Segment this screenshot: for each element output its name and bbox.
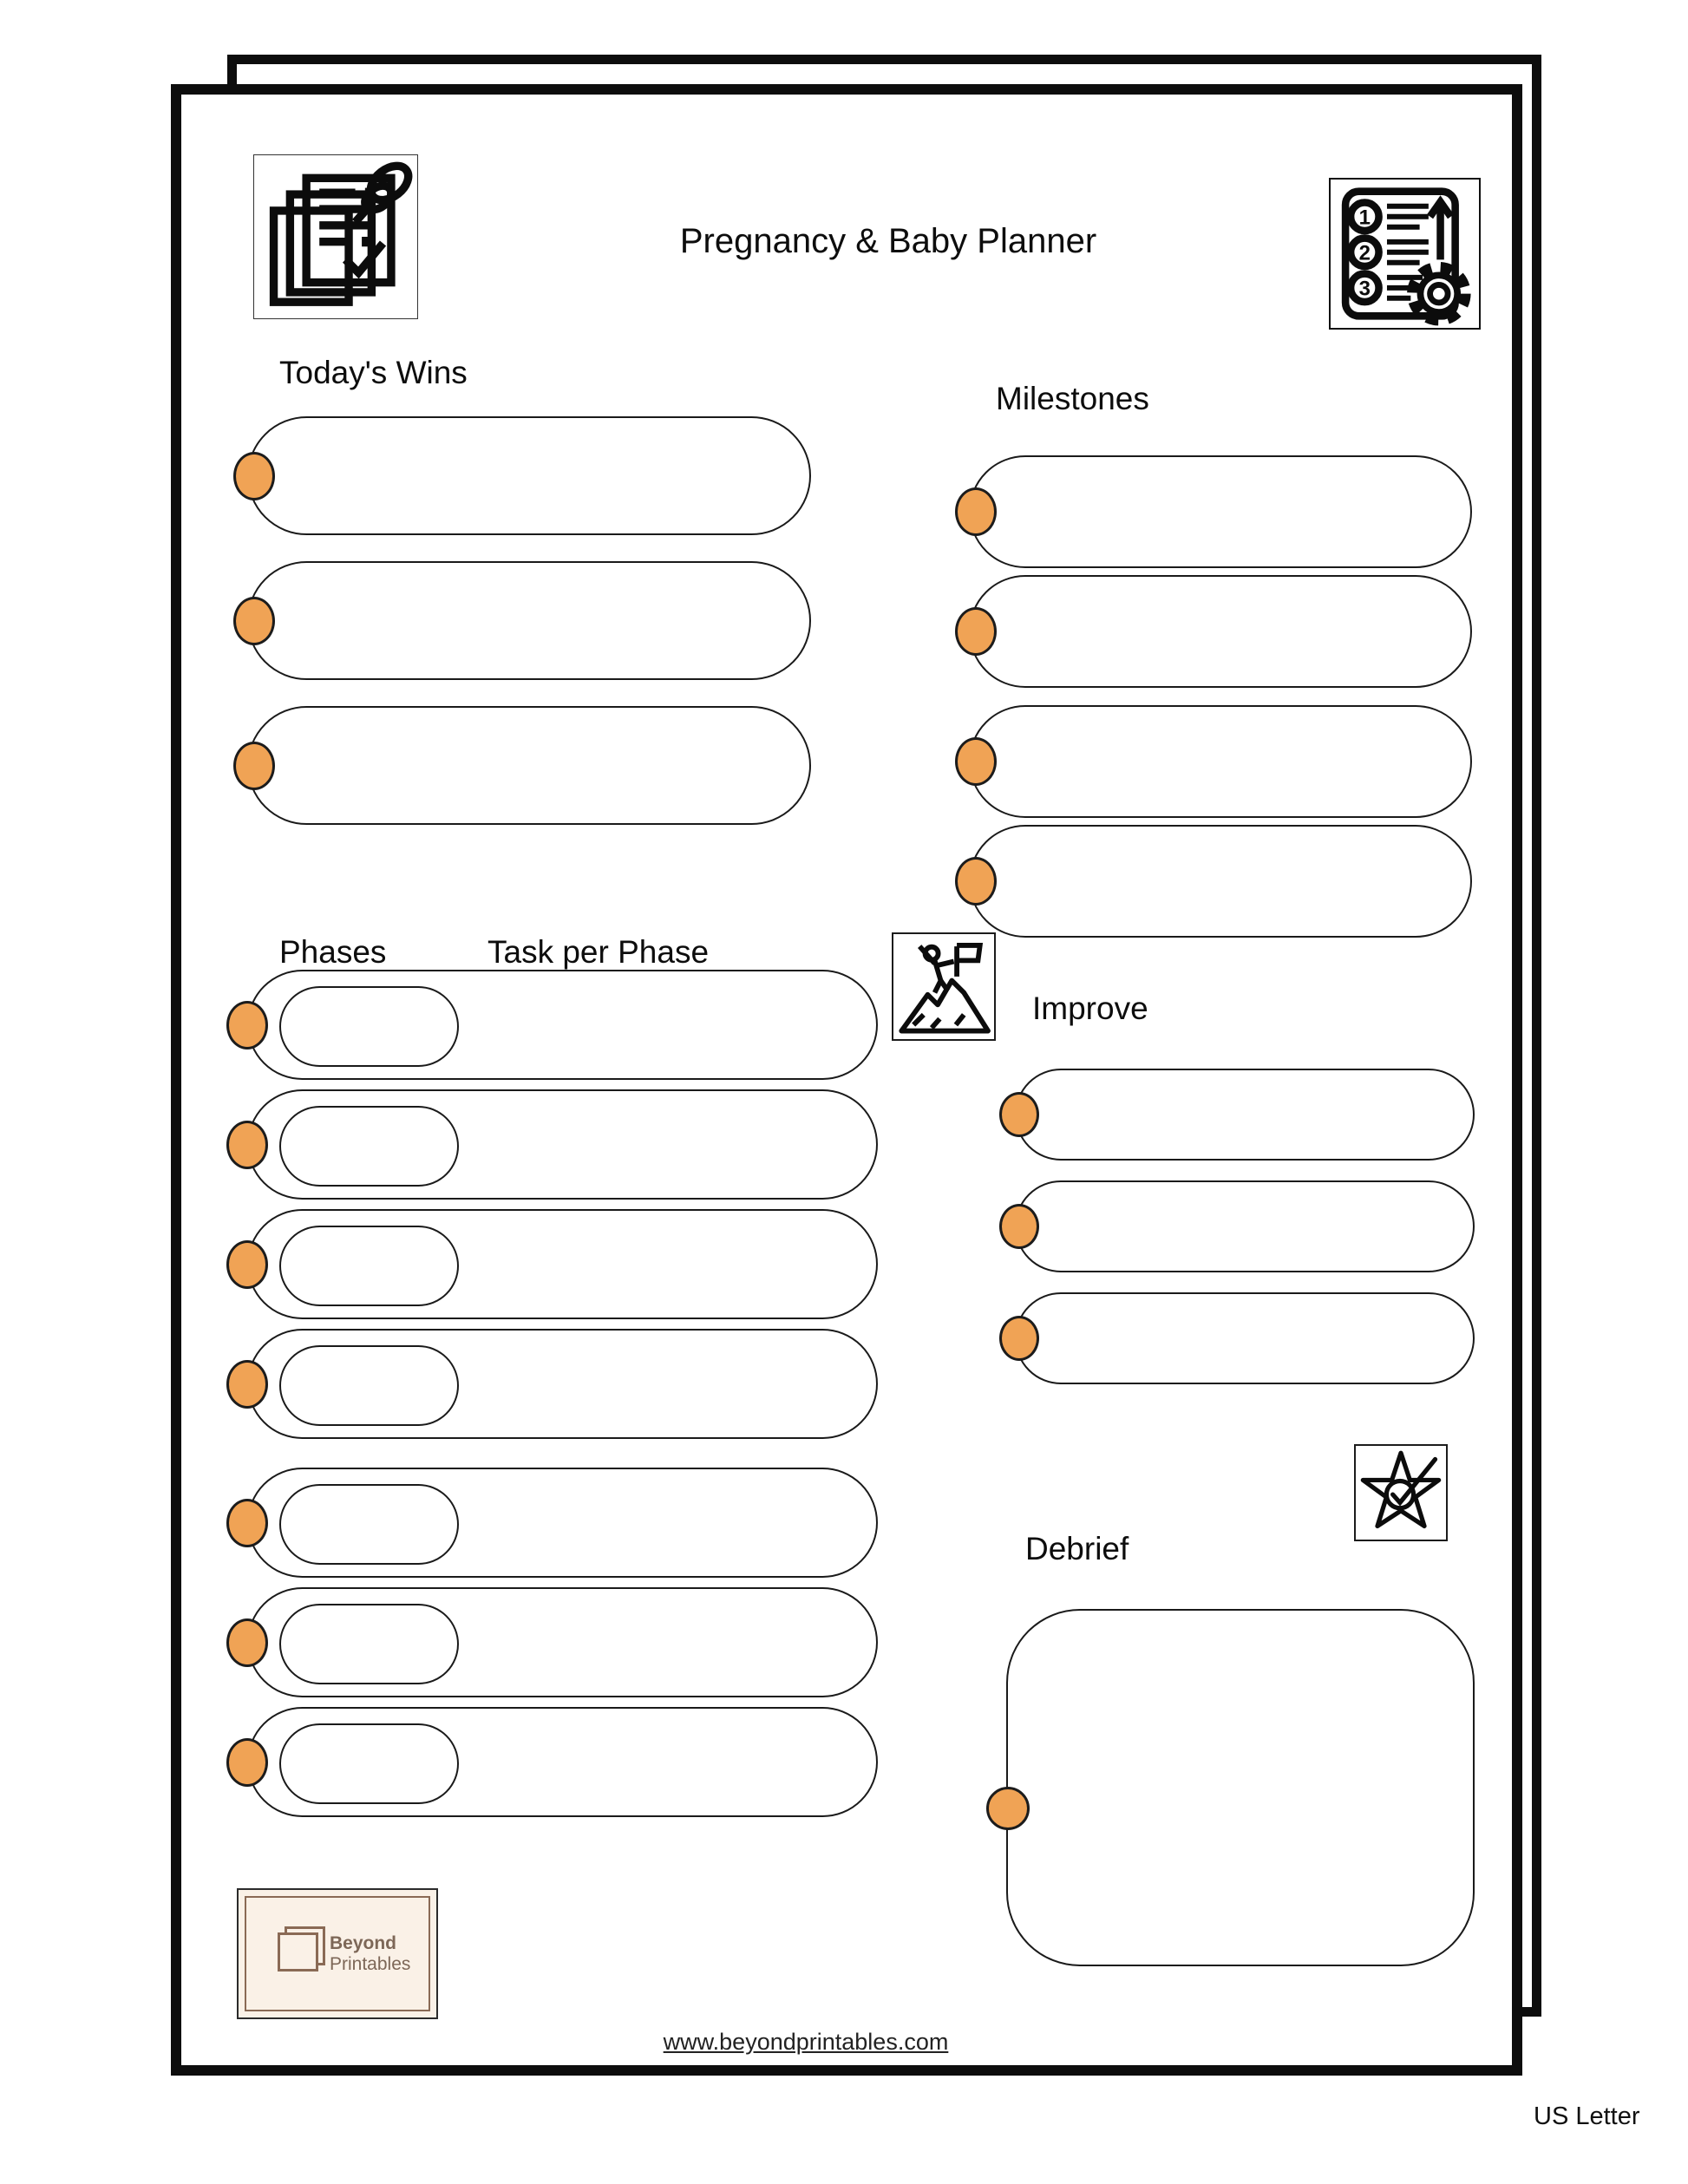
logo-line1: Beyond — [330, 1933, 397, 1953]
phase-task-field[interactable] — [226, 1209, 878, 1319]
svg-text:1: 1 — [1359, 206, 1371, 229]
bullet-dot — [999, 1204, 1039, 1249]
svg-text:2: 2 — [1359, 241, 1371, 265]
todays-wins-field[interactable] — [233, 416, 811, 535]
improve-field[interactable] — [999, 1069, 1475, 1161]
improve-field[interactable] — [999, 1180, 1475, 1272]
logo-inner-frame — [245, 1896, 430, 2011]
phase-task-field[interactable] — [226, 1329, 878, 1439]
milestone-field[interactable] — [955, 455, 1472, 568]
bullet-dot — [233, 741, 275, 790]
milestone-field[interactable] — [955, 705, 1472, 818]
improve-fields — [999, 1069, 1475, 1384]
debrief-heading: Debrief — [1025, 1531, 1129, 1566]
bullet-dot — [999, 1092, 1039, 1137]
mountain-flag-icon — [892, 932, 996, 1041]
phase-name-field[interactable] — [279, 1106, 459, 1187]
page-title: Pregnancy & Baby Planner — [679, 222, 1097, 260]
svg-text:3: 3 — [1359, 277, 1371, 300]
bullet-dot — [226, 1498, 268, 1547]
phase-task-field[interactable] — [226, 970, 878, 1080]
phase-name-field[interactable] — [279, 1345, 459, 1426]
phase-name-field[interactable] — [279, 1484, 459, 1565]
logo-line2: Printables — [330, 1954, 411, 1974]
todays-wins-fields — [233, 416, 811, 825]
bullet-dot — [226, 1618, 268, 1667]
milestones-fields — [955, 455, 1472, 938]
page-size-label: US Letter — [1534, 2102, 1640, 2130]
milestones-heading: Milestones — [996, 381, 1149, 416]
bullet-dot — [986, 1787, 1030, 1831]
phase-name-field[interactable] — [279, 1226, 459, 1306]
bullet-dot — [955, 857, 997, 906]
bullet-dot — [226, 1000, 268, 1049]
stacked-pages-icon — [278, 1932, 318, 1971]
website-link[interactable]: www.beyondprintables.com — [663, 2029, 949, 2055]
phase-task-field[interactable] — [226, 1468, 878, 1578]
brand-logo: Beyond Printables — [237, 1888, 438, 2019]
star-check-icon — [1354, 1444, 1448, 1541]
todays-wins-heading: Today's Wins — [279, 355, 468, 390]
phase-task-field[interactable] — [226, 1707, 878, 1817]
logo-text: Beyond Printables — [330, 1933, 410, 1975]
bullet-dot — [955, 607, 997, 656]
todays-wins-field[interactable] — [233, 706, 811, 825]
bullet-dot — [226, 1359, 268, 1409]
bullet-dot — [226, 1737, 268, 1787]
bullet-dot — [999, 1316, 1039, 1361]
milestone-field[interactable] — [955, 825, 1472, 938]
bullet-dot — [226, 1239, 268, 1289]
bullet-dot — [226, 1120, 268, 1169]
milestone-field[interactable] — [955, 575, 1472, 688]
bullet-dot — [233, 596, 275, 645]
phase-task-field[interactable] — [226, 1587, 878, 1697]
improve-field[interactable] — [999, 1292, 1475, 1384]
phase-name-field[interactable] — [279, 1723, 459, 1804]
task-per-phase-heading: Task per Phase — [487, 934, 710, 970]
phase-name-field[interactable] — [279, 1604, 459, 1684]
phases-fields — [226, 970, 878, 1817]
bullet-dot — [955, 737, 997, 786]
bullet-dot — [955, 487, 997, 536]
phases-heading: Phases — [279, 934, 387, 970]
planner-page: Pregnancy & Baby Planner 1 2 3 — [171, 84, 1522, 2076]
phase-name-field[interactable] — [279, 986, 459, 1067]
numbered-list-gear-icon: 1 2 3 — [1329, 178, 1481, 330]
clipboard-pin-icon — [253, 154, 418, 319]
phase-task-field[interactable] — [226, 1089, 878, 1200]
improve-heading: Improve — [1032, 991, 1148, 1026]
todays-wins-field[interactable] — [233, 561, 811, 680]
bullet-dot — [233, 451, 275, 500]
debrief-field[interactable] — [986, 1609, 1475, 1966]
